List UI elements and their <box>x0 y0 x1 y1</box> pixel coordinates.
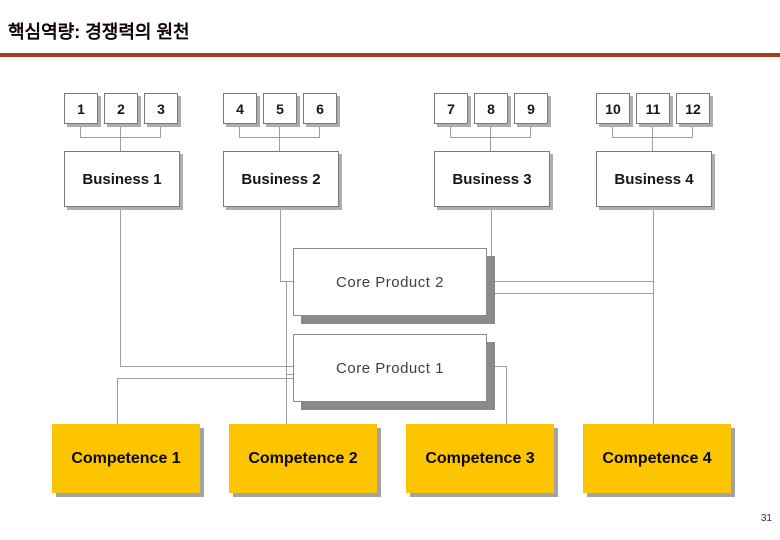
connector-line <box>286 281 287 424</box>
product-box-6: 6 <box>303 93 337 124</box>
connector-line <box>160 122 161 137</box>
competence-box-2: Competence 2 <box>229 424 377 493</box>
connector-line <box>486 281 653 282</box>
core-product-box-2: Core Product 2 <box>293 248 487 316</box>
connector-line <box>491 205 492 281</box>
product-box-4: 4 <box>223 93 257 124</box>
title-underline <box>0 53 780 57</box>
connector-line <box>279 122 280 137</box>
business-box-3: Business 3 <box>434 151 550 207</box>
product-box-10: 10 <box>596 93 630 124</box>
connector-line <box>490 122 491 137</box>
connector-line <box>279 137 280 151</box>
competence-box-3: Competence 3 <box>406 424 554 493</box>
connector-line <box>652 122 653 137</box>
slide-title: 핵심역량: 경쟁력의 원천 <box>8 22 190 42</box>
business-box-2: Business 2 <box>223 151 339 207</box>
connector-line <box>120 122 121 137</box>
connector-line <box>486 293 653 294</box>
product-box-2: 2 <box>104 93 138 124</box>
product-box-8: 8 <box>474 93 508 124</box>
connector-line <box>319 122 320 137</box>
connector-line <box>280 205 281 281</box>
page-number: 31 <box>760 513 772 524</box>
connector-line <box>120 366 293 367</box>
business-box-4: Business 4 <box>596 151 712 207</box>
connector-line <box>286 374 293 375</box>
product-box-11: 11 <box>636 93 670 124</box>
connector-line <box>117 378 293 379</box>
connector-line <box>490 137 491 151</box>
product-box-1: 1 <box>64 93 98 124</box>
connector-line <box>120 137 121 151</box>
competence-box-1: Competence 1 <box>52 424 200 493</box>
product-box-9: 9 <box>514 93 548 124</box>
connector-line <box>653 205 654 424</box>
connector-line <box>612 122 613 137</box>
product-box-12: 12 <box>676 93 710 124</box>
connector-line <box>239 122 240 137</box>
product-box-5: 5 <box>263 93 297 124</box>
connector-line <box>692 122 693 137</box>
business-box-1: Business 1 <box>64 151 180 207</box>
connector-line <box>486 366 506 367</box>
connector-line <box>120 205 121 366</box>
connector-line <box>506 366 507 424</box>
product-box-7: 7 <box>434 93 468 124</box>
connector-line <box>450 122 451 137</box>
connector-line <box>117 378 118 424</box>
product-box-3: 3 <box>144 93 178 124</box>
connector-line <box>530 122 531 137</box>
core-product-box-1: Core Product 1 <box>293 334 487 402</box>
connector-line <box>652 137 653 151</box>
competence-box-4: Competence 4 <box>583 424 731 493</box>
connector-line <box>80 122 81 137</box>
